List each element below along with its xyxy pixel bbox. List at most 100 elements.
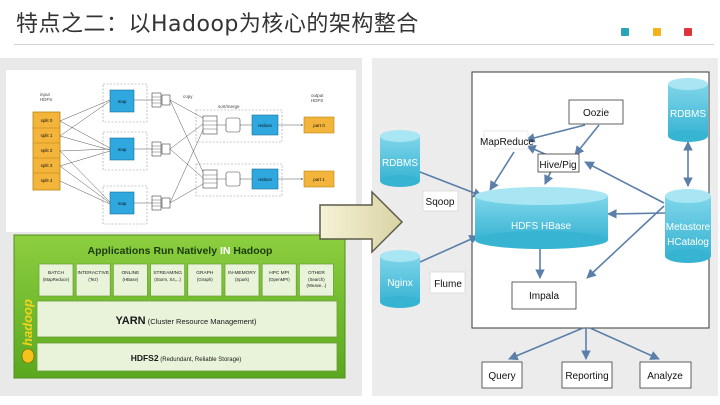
app-box-in-memory (224, 263, 260, 297)
arrow-metastore-to-hivepig (584, 161, 665, 204)
yarn-layer (36, 300, 338, 338)
nginx-label: Nginx (387, 278, 413, 289)
rdbms-metadata-cylinder: RDBMS (668, 78, 708, 142)
hivepig-box (537, 153, 580, 173)
output-part-0-label: part 0 (313, 123, 325, 128)
mapreduce-label: MapReduce (480, 137, 534, 148)
sqoop-label: Sqoop (426, 197, 455, 208)
app-name: ONLINE (121, 270, 139, 276)
rdbms-source-cylinder: RDBMS (380, 130, 420, 187)
rdbms-source-label: RDBMS (382, 158, 418, 169)
app-name: INTERACTIVE (77, 270, 109, 276)
app-box-graph (187, 263, 223, 297)
sort-merge-label: sort/merge (218, 104, 240, 109)
app-box-streaming (150, 263, 185, 297)
impala-box (511, 281, 577, 310)
copy-label: copy (183, 94, 193, 99)
hdfs2-layer (36, 342, 338, 372)
app-engine: (Tez) (88, 277, 98, 282)
app-engine: (MapReduce) (43, 277, 70, 282)
hadoop-stack-diagram: Applications Run Natively IN Hadoop BATC… (13, 234, 346, 379)
arrow-oozie-to-mapreduce (525, 124, 586, 143)
flume-box (429, 271, 466, 294)
accent-dot-teal (621, 28, 629, 36)
app-name: HPC MPI (269, 270, 289, 276)
map-label-2: map (118, 147, 127, 152)
app-box-hpc-mpi (261, 263, 297, 297)
query-label: Query (488, 371, 515, 382)
output-part-0 (303, 116, 335, 134)
nginx-cylinder: Nginx (380, 250, 420, 308)
arrow-to-analyze (589, 327, 660, 360)
query-box (481, 361, 523, 389)
merge-box (225, 171, 241, 187)
hadoop-logo: hadoop (20, 299, 35, 364)
split-label: split 0 (41, 118, 53, 123)
app-engine: (Giraph) (197, 277, 213, 282)
impala-label: Impala (529, 291, 559, 302)
hcatalog-label: HCatalog (667, 237, 709, 248)
app-engine: (Storm, S4,...) (154, 277, 181, 282)
arrow-rdbms-to-hdfs (419, 171, 483, 198)
map-partition-box (161, 94, 171, 106)
architecture-diagram: RDBMS Nginx Sqoop Flume MapReduce Oozie … (380, 71, 711, 389)
app-box-online (113, 263, 148, 297)
title-divider (14, 44, 714, 45)
arrow-nginx-to-hdfs (419, 235, 479, 263)
app-name: BATCH (48, 270, 64, 276)
map-partition-box (161, 197, 171, 209)
map-frame-3 (102, 185, 148, 225)
rdbms-metadata-label: RDBMS (670, 109, 706, 120)
arrow-mapreduce-to-hdfs (489, 151, 515, 191)
mapreduce-box (483, 130, 529, 150)
app-engine: (OpenMPI) (269, 277, 291, 282)
app-name: IN-MEMORY (228, 270, 257, 276)
output-part-1 (303, 170, 335, 188)
app-box-interactive (75, 263, 111, 297)
analyze-label: Analyze (647, 371, 683, 382)
split-label: split 3 (41, 163, 53, 168)
metastore-cylinder: Metastore HCatalog (665, 189, 711, 263)
oozie-label: Oozie (583, 108, 610, 119)
reduce-frame-2 (195, 163, 283, 197)
reporting-label: Reporting (565, 371, 608, 382)
oozie-box (568, 99, 624, 125)
split-label: split 4 (41, 178, 53, 183)
transition-arrow (319, 190, 404, 254)
app-name: STREAMING (153, 270, 182, 276)
hdfs2-layer-label: HDFS2 (Redundant, Reliable Storage) (131, 353, 242, 363)
map-label-1: map (118, 99, 127, 104)
reduce-label-2: reduce (258, 177, 272, 182)
hdfs-hbase-label: HDFS HBase (511, 221, 571, 232)
slide-title: 特点之二：以Hadoop为核心的架构整合 (16, 12, 419, 37)
arrow-metastore-to-impala (586, 205, 665, 279)
reduce-label-1: reduce (258, 123, 272, 128)
reporting-box (561, 361, 613, 389)
merge-box (225, 117, 241, 133)
app-engine: (Search) (308, 277, 325, 282)
arrow-oozie-to-hivepig (574, 124, 600, 156)
output-part-1-label: part 1 (313, 177, 325, 182)
split-label: split 2 (41, 148, 53, 153)
app-name: GRAPH (196, 270, 214, 276)
metastore-label: Metastore (666, 222, 711, 233)
analyze-box (639, 361, 692, 389)
yarn-layer-label: YARN (Cluster Resource Management) (115, 315, 257, 327)
map-frame-2 (102, 131, 148, 171)
app-engine: (Spark) (235, 277, 250, 282)
accent-dot-yellow (653, 28, 661, 36)
stack-header: Applications Run Natively IN Hadoop (88, 245, 273, 257)
app-box-batch (38, 263, 74, 297)
app-engine: (HBase) (123, 277, 139, 282)
app-name: OTHER (308, 270, 325, 276)
map-partition-box (161, 143, 171, 155)
hadoop-logo-text: hadoop (20, 299, 35, 346)
split-label: split 1 (41, 133, 53, 138)
accent-dot-red (684, 28, 692, 36)
app-box-other (299, 263, 334, 297)
hivepig-label: Hive/Pig (539, 160, 576, 171)
